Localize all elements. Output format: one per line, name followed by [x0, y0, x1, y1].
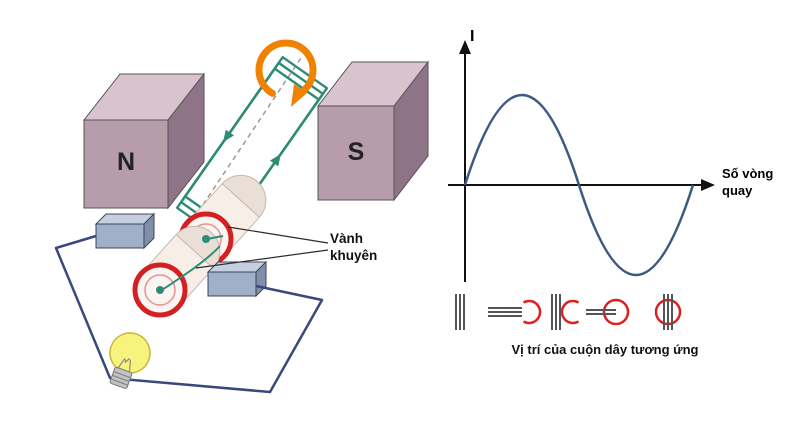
slip-ring-label: Vành khuyên — [330, 231, 378, 263]
circuit-wire — [54, 234, 324, 394]
coil-current-arrow — [223, 129, 234, 143]
magnet-s — [316, 60, 430, 202]
coil-current-arrow — [270, 153, 281, 167]
rotation-arrow-icon — [255, 39, 317, 107]
y-axis-arrow — [459, 40, 471, 54]
slip-ring-contact-dot — [156, 286, 164, 294]
coil-position-icon-1 — [455, 294, 465, 330]
magnet-n-label: N — [116, 148, 136, 176]
coil-position-icon-5 — [654, 294, 682, 330]
brush-left — [94, 212, 156, 250]
y-axis-label: I — [470, 28, 475, 45]
coil-position-icon-4 — [586, 298, 630, 326]
magnet-s-label: S — [347, 138, 365, 166]
sine-curve — [463, 93, 695, 277]
magnet-n — [82, 72, 206, 210]
coil-position-icons — [455, 294, 682, 330]
magnet-s-front-face — [317, 105, 395, 201]
generator-diagram — [54, 39, 430, 394]
bulb-icon — [109, 332, 151, 389]
coil-position-icon-2 — [488, 299, 542, 325]
brush-right — [206, 260, 268, 298]
x-axis — [448, 179, 715, 191]
slip-ring-contact-dot — [202, 235, 210, 243]
x-axis-arrow — [701, 179, 715, 191]
graph-caption: Vị trí của cuộn dây tương ứng — [511, 342, 699, 357]
coil-position-icon-3 — [551, 294, 580, 330]
coil-leads — [156, 235, 224, 294]
y-axis — [459, 40, 471, 282]
slip-ring-pointer-lines — [195, 226, 329, 269]
magnet-n-front-face — [83, 119, 169, 209]
x-axis-label: Số vòng quay — [722, 166, 774, 198]
current-graph — [448, 40, 715, 330]
